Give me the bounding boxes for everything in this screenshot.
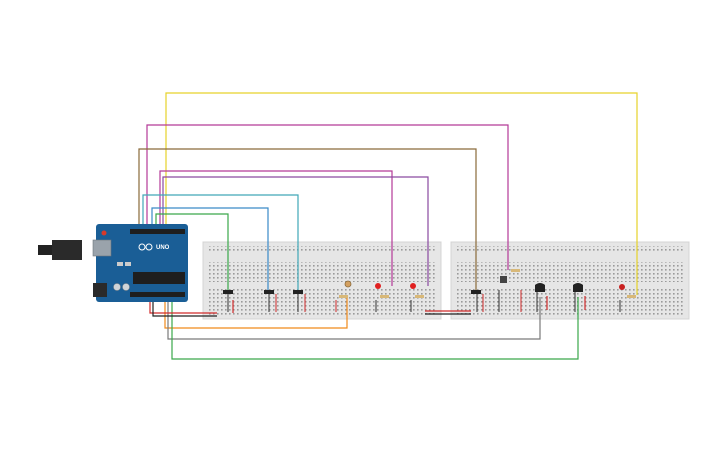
transistor-1[interactable] — [223, 290, 233, 312]
temperature-sensor-1[interactable] — [535, 283, 545, 312]
led-red-1[interactable] — [375, 283, 389, 312]
transistor-4[interactable] — [471, 290, 484, 312]
usb-port — [92, 239, 112, 257]
wire-gray[interactable] — [167, 297, 541, 340]
breadboard-left[interactable] — [202, 241, 442, 320]
transistor-2[interactable] — [264, 290, 277, 312]
led-red-2[interactable] — [410, 283, 424, 312]
power-jack — [38, 245, 52, 255]
transistor-3[interactable] — [293, 290, 306, 312]
wire-purple[interactable] — [162, 176, 429, 286]
arduino-logo-icon — [138, 243, 146, 251]
breadboard-right[interactable] — [450, 241, 690, 320]
pushbutton[interactable] — [498, 269, 522, 312]
wire-magenta-long[interactable] — [146, 124, 509, 270]
wire-black-gnd[interactable] — [152, 298, 217, 317]
arduino-uno-board[interactable]: UNO — [38, 224, 188, 302]
microcontroller-chip — [133, 272, 185, 284]
board-brand-text: UNO — [156, 245, 170, 251]
wire-green-top[interactable] — [155, 213, 229, 292]
led-red-3[interactable] — [619, 284, 636, 312]
reset-button[interactable] — [101, 230, 107, 236]
wire-red-gnd[interactable] — [149, 298, 217, 314]
wire-yellow[interactable] — [165, 92, 638, 295]
photoresistor[interactable] — [335, 280, 352, 312]
wire-blue[interactable] — [151, 207, 269, 292]
wire-brown[interactable] — [138, 148, 477, 292]
wire-green-bottom[interactable] — [171, 297, 579, 360]
temperature-sensor-2[interactable] — [573, 283, 583, 312]
wire-cyan[interactable] — [142, 194, 299, 292]
wire-magenta-short[interactable] — [159, 170, 393, 286]
